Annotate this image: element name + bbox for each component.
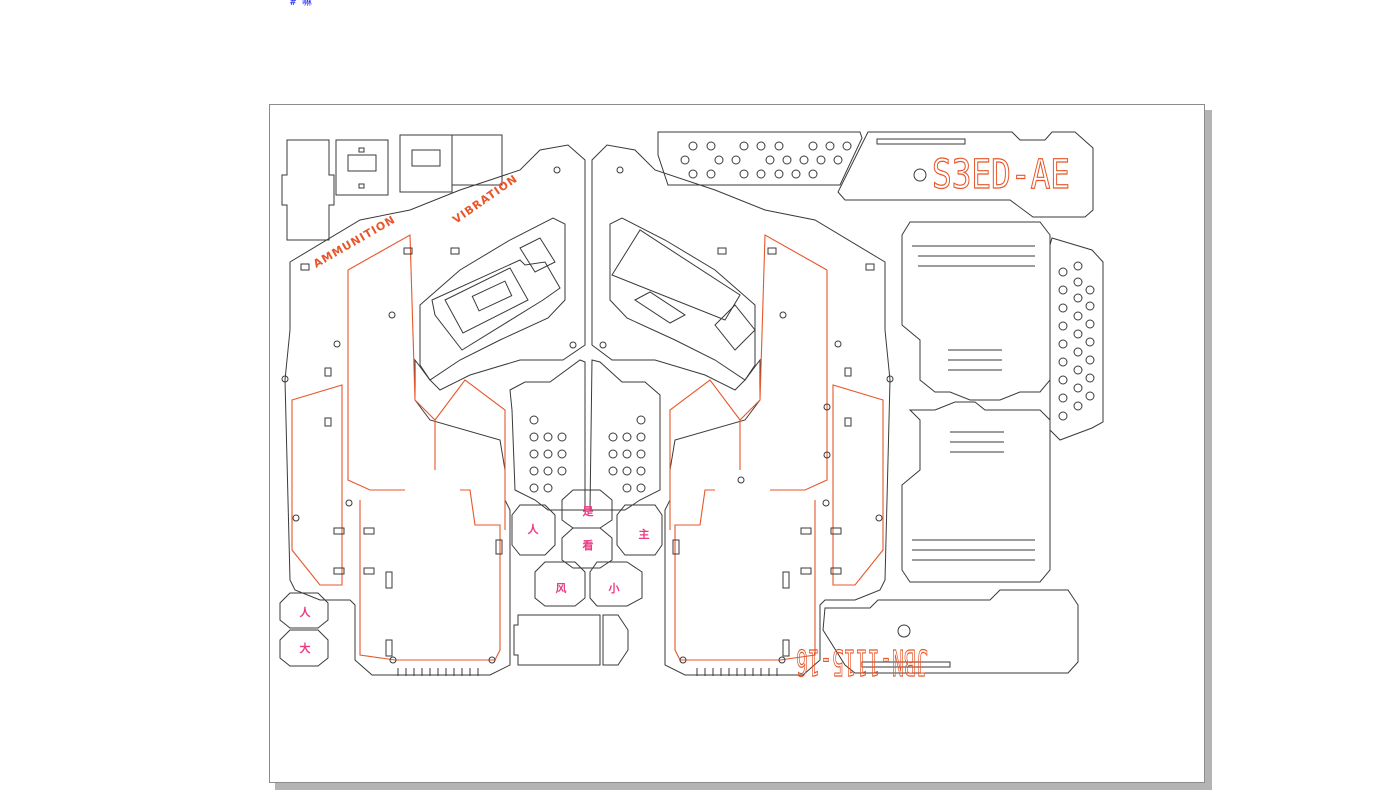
marker-8: 大 [300, 641, 311, 655]
marker-1: 是 [582, 505, 595, 518]
side-vent-strip [1049, 237, 1104, 441]
name-plate-top: S3ED-AE [837, 131, 1094, 218]
vent-panel-top [657, 131, 863, 186]
vibration-label: VIBRATION [450, 172, 520, 226]
plate-bottom-text: JBN-1115-16 [796, 641, 928, 682]
pink-markers: 是 看 人 主 风 小 人 大 [300, 505, 650, 655]
name-plate-bottom: JBN-1115-16 [795, 589, 1079, 683]
plate-top-text: S3ED-AE [932, 152, 1070, 198]
marker-7: 人 [300, 605, 312, 619]
marker-4: 主 [639, 527, 650, 541]
marker-6: 小 [608, 581, 620, 595]
marker-3: 人 [528, 522, 540, 536]
marker-5: 风 [556, 581, 567, 595]
right-body-panel [591, 144, 894, 676]
octagon-pieces [279, 489, 663, 667]
corner-mark: # 嘛 [290, 0, 313, 8]
center-grip-panels [509, 359, 661, 511]
small-parts-top-left [281, 134, 503, 241]
left-body-panel [281, 144, 586, 676]
case-panels [901, 221, 1051, 583]
marker-2: 看 [583, 538, 594, 552]
